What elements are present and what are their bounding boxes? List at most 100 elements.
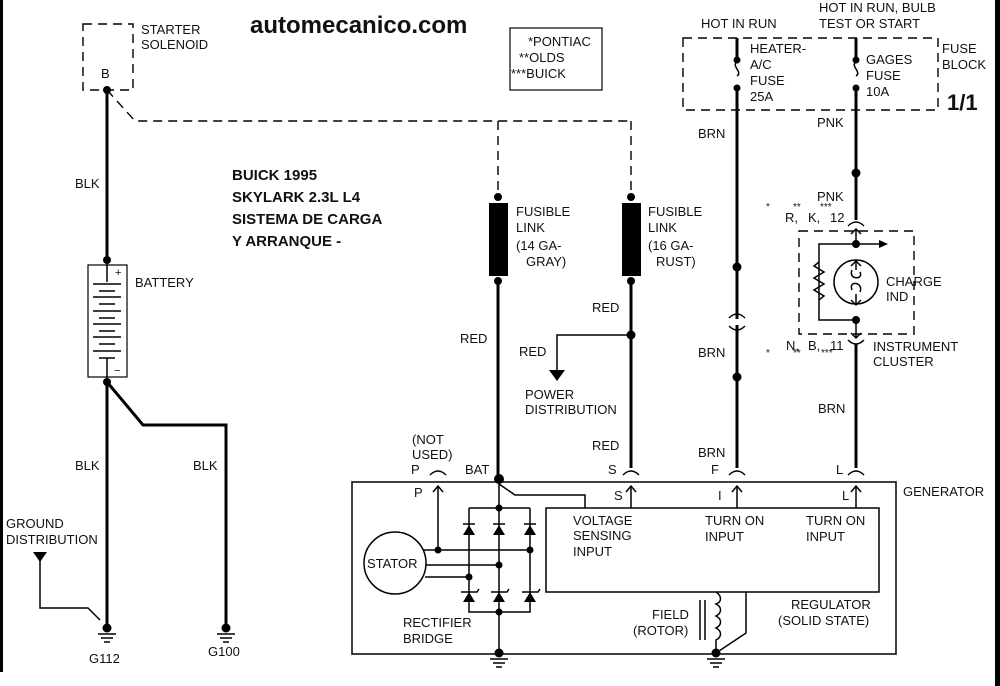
svg-text:DISTRIBUTION: DISTRIBUTION: [6, 532, 98, 547]
svg-text:CLUSTER: CLUSTER: [873, 354, 934, 369]
svg-text:LINK: LINK: [648, 220, 677, 235]
svg-text:RUST): RUST): [656, 254, 696, 269]
wire-label-pnk: PNK: [817, 115, 844, 130]
svg-text:Y ARRANQUE -: Y ARRANQUE -: [232, 233, 341, 250]
svg-text:K,: K,: [808, 210, 820, 225]
svg-text:BAT: BAT: [465, 462, 489, 477]
svg-text:−: −: [114, 365, 120, 377]
svg-text:G100: G100: [208, 644, 240, 659]
legend-box: *PONTIAC **OLDS ***BUICK: [509, 27, 603, 91]
fusible-link-1: FUSIBLE LINK (14 GA- GRAY): [489, 193, 571, 285]
svg-text:(NOT: (NOT: [412, 432, 444, 447]
ground-distribution: GROUND DISTRIBUTION: [6, 516, 101, 621]
wire-label-blk: BLK: [75, 176, 100, 191]
starter-solenoid: STARTER SOLENOID B: [82, 22, 208, 94]
svg-text:(16 GA-: (16 GA-: [648, 238, 694, 253]
svg-text:INPUT: INPUT: [705, 529, 744, 544]
svg-text:INPUT: INPUT: [806, 529, 845, 544]
ground-g112: G112: [89, 623, 120, 666]
svg-text:R,: R,: [785, 210, 798, 225]
svg-text:FUSIBLE: FUSIBLE: [516, 204, 571, 219]
wire-label-pnk: PNK: [817, 189, 844, 204]
svg-text:BRIDGE: BRIDGE: [403, 631, 453, 646]
svg-text:HEATER-: HEATER-: [750, 41, 806, 56]
svg-text:L: L: [836, 462, 843, 477]
svg-text:GROUND: GROUND: [6, 516, 64, 531]
site-watermark: automecanico.com: [250, 12, 467, 39]
svg-text:USED): USED): [412, 447, 452, 462]
svg-text:(14 GA-: (14 GA-: [516, 238, 562, 253]
svg-text:HOT IN RUN, BULB: HOT IN RUN, BULB: [819, 0, 936, 15]
wire-label-blk: BLK: [193, 458, 218, 473]
svg-text:GAGES: GAGES: [866, 52, 913, 67]
svg-text:P: P: [414, 485, 423, 500]
power-distribution-branch: RED POWER DISTRIBUTION: [519, 334, 631, 417]
wire-label-red: RED: [592, 438, 619, 453]
right-border: [995, 0, 1000, 686]
svg-text:B: B: [101, 66, 110, 81]
generator-label: GENERATOR: [903, 484, 984, 499]
svg-text:SKYLARK 2.3L L4: SKYLARK 2.3L L4: [232, 189, 361, 206]
svg-text:SISTEMA DE CARGA: SISTEMA DE CARGA: [232, 211, 382, 228]
legend-olds: **OLDS: [519, 50, 565, 65]
svg-text:BUICK 1995: BUICK 1995: [232, 167, 317, 184]
svg-text:POWER: POWER: [525, 387, 574, 402]
svg-text:P: P: [411, 462, 420, 477]
svg-text:L: L: [842, 488, 849, 503]
svg-text:LINK: LINK: [516, 220, 545, 235]
svg-text:TURN ON: TURN ON: [705, 513, 764, 528]
wire-label-brn: BRN: [698, 345, 725, 360]
svg-text:G112: G112: [89, 651, 120, 666]
generator: GENERATOR (NOT USED) P BAT S F L P S I L…: [351, 432, 984, 668]
svg-text:+: +: [115, 267, 121, 279]
svg-text:GRAY): GRAY): [526, 254, 566, 269]
svg-text:S: S: [608, 462, 617, 477]
svg-text:F: F: [711, 462, 719, 477]
wire-label-brn: BRN: [818, 401, 845, 416]
stator-label: STATOR: [367, 556, 418, 571]
svg-text:S: S: [614, 488, 623, 503]
svg-text:10A: 10A: [866, 84, 889, 99]
fusible-link-2: FUSIBLE LINK (16 GA- RUST): [622, 193, 703, 285]
svg-text:STARTER: STARTER: [141, 22, 200, 37]
svg-text:***: ***: [820, 202, 832, 213]
dashed-connection: [106, 89, 632, 195]
left-border: [0, 0, 3, 672]
svg-text:12: 12: [830, 210, 844, 225]
svg-text:TEST OR START: TEST OR START: [819, 16, 920, 31]
svg-text:TURN ON: TURN ON: [806, 513, 865, 528]
svg-text:SOLENOID: SOLENOID: [141, 37, 208, 52]
svg-text:BLOCK: BLOCK: [942, 57, 986, 72]
wire-label-blk: BLK: [75, 458, 100, 473]
wire-label-red: RED: [592, 300, 619, 315]
svg-text:N,: N,: [786, 338, 799, 353]
diagram-title: BUICK 1995 SKYLARK 2.3L L4 SISTEMA DE CA…: [232, 167, 382, 250]
svg-text:RED: RED: [519, 344, 546, 359]
legend-buick: ***BUICK: [511, 66, 566, 81]
svg-text:***: ***: [821, 348, 833, 359]
svg-text:FUSE: FUSE: [750, 73, 785, 88]
battery: + − BATTERY: [87, 256, 194, 386]
svg-text:**: **: [793, 202, 801, 213]
svg-text:SENSING: SENSING: [573, 528, 632, 543]
instrument-cluster: * ** *** R, K, 12 CHARGE IND * ** *** N,…: [766, 202, 958, 369]
svg-text:INPUT: INPUT: [573, 544, 612, 559]
svg-text:VOLTAGE: VOLTAGE: [573, 513, 633, 528]
svg-text:CHARGE: CHARGE: [886, 274, 942, 289]
ground-g100: G100: [208, 623, 240, 659]
battery-label: BATTERY: [135, 275, 194, 290]
wire-label-brn: BRN: [698, 445, 725, 460]
fuse-block: HOT IN RUN HOT IN RUN, BULB TEST OR STAR…: [682, 0, 986, 111]
svg-text:B,: B,: [808, 338, 820, 353]
svg-text:FUSE: FUSE: [942, 41, 977, 56]
svg-text:**: **: [793, 348, 801, 359]
page-number: 1/1: [947, 90, 978, 115]
svg-text:FUSIBLE: FUSIBLE: [648, 204, 703, 219]
svg-text:IND: IND: [886, 289, 908, 304]
svg-text:DISTRIBUTION: DISTRIBUTION: [525, 402, 617, 417]
stator-coil: [363, 531, 427, 595]
svg-text:INSTRUMENT: INSTRUMENT: [873, 339, 958, 354]
svg-text:*: *: [766, 202, 770, 213]
svg-text:A/C: A/C: [750, 57, 772, 72]
